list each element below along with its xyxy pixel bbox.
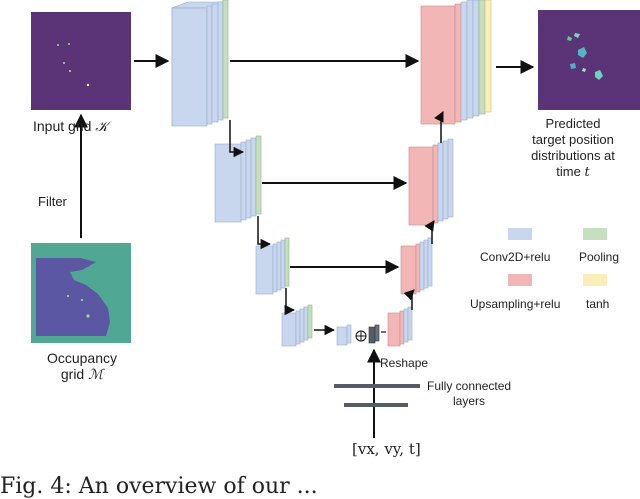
occupancy-line-2: grid ℳ [34, 366, 130, 383]
predicted-line-2: target position [532, 132, 614, 147]
predicted-time-text: time [556, 164, 581, 179]
legend-label-upsampling: Upsampling+relu [470, 297, 561, 311]
legend-swatch-tanh [583, 274, 607, 286]
predicted-line-3: distributions at [531, 148, 615, 163]
fc-layer-bar-1 [334, 384, 420, 388]
unet-diagram [31, 0, 640, 438]
output-distribution-image [538, 10, 640, 110]
legend-label-conv: Conv2D+relu [480, 250, 551, 264]
occupancy-label: Occupancy grid ℳ [34, 350, 130, 383]
predicted-label: Predicted target position distributions … [510, 116, 636, 181]
predicted-line-1: Predicted [545, 116, 601, 131]
occupancy-grid-text: grid [60, 366, 85, 382]
filter-label: Filter [38, 194, 67, 209]
fc-line-2: layers [453, 394, 486, 408]
predicted-time-symbol: t [584, 165, 590, 180]
occupancy-symbol: ℳ [88, 367, 104, 383]
input-grid-label: Input grid 𝒦 [33, 118, 108, 135]
decoder-block-4 [387, 306, 413, 347]
fc-label: Fully connected layers [427, 379, 511, 409]
occupancy-grid-image [31, 243, 131, 343]
legend-swatch-conv [508, 228, 532, 240]
decoder-block-1 [420, 0, 492, 125]
fc-line-1: Fully connected [427, 379, 512, 393]
legend-swatch-upsampling [508, 274, 532, 286]
predicted-line-4: time t [510, 164, 636, 181]
legend-label-pooling: Pooling [579, 250, 620, 264]
figure-caption: Fig. 4: An overview of our ... [0, 474, 318, 499]
encoder-block-3 [255, 237, 290, 295]
decoder-block-3 [400, 237, 433, 295]
bottleneck-block [336, 324, 380, 346]
occupancy-line-1: Occupancy [46, 350, 118, 366]
input-grid-text: Input grid [33, 118, 92, 134]
legend-swatch-pooling [583, 228, 607, 240]
fc-layer-bar-2 [344, 403, 408, 407]
encoder-block-4 [281, 304, 313, 347]
input-vector-label: [vx, vy, t] [352, 440, 421, 458]
reshape-label: Reshape [380, 356, 429, 370]
encoder-block-2 [214, 135, 262, 223]
decoder-block-2 [408, 138, 454, 226]
encoder-block-1 [171, 0, 229, 127]
legend-label-tanh: tanh [586, 297, 610, 311]
input-grid-symbol: 𝒦 [95, 119, 109, 135]
input-grid-image [31, 12, 131, 110]
